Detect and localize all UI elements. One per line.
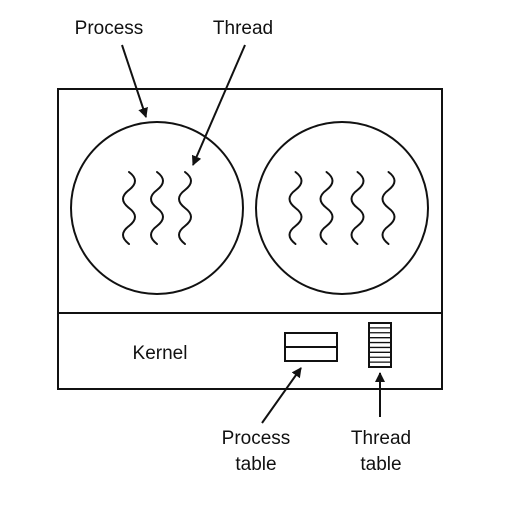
thread-table-label-line2: table	[360, 454, 401, 475]
process-2-threads	[288, 171, 396, 245]
thread-table-rows	[369, 327, 391, 363]
thread-squiggle-2-2	[319, 171, 334, 245]
process-arrow	[121, 44, 148, 118]
thread-arrow	[191, 44, 246, 166]
thread-squiggle-1-2	[150, 171, 164, 245]
process-table-arrow	[261, 367, 302, 424]
thread-squiggle-1-1	[122, 171, 136, 245]
thread-table-label-line1: Thread	[351, 428, 411, 449]
process-circle-2	[255, 121, 429, 295]
thread-squiggle-2-4	[381, 171, 396, 245]
thread-label: Thread	[213, 18, 273, 39]
kernel-label: Kernel	[133, 343, 188, 364]
process-label: Process	[75, 18, 144, 39]
process-table-label-line2: table	[235, 454, 276, 475]
user-space-box	[57, 88, 443, 390]
thread-table	[368, 322, 392, 368]
process-table-label-line1: Process	[222, 428, 291, 449]
process-circle-1	[70, 121, 244, 295]
process-1-threads	[122, 171, 192, 245]
thread-squiggle-2-1	[288, 171, 303, 245]
thread-squiggle-2-3	[350, 171, 365, 245]
thread-squiggle-1-3	[178, 171, 192, 245]
